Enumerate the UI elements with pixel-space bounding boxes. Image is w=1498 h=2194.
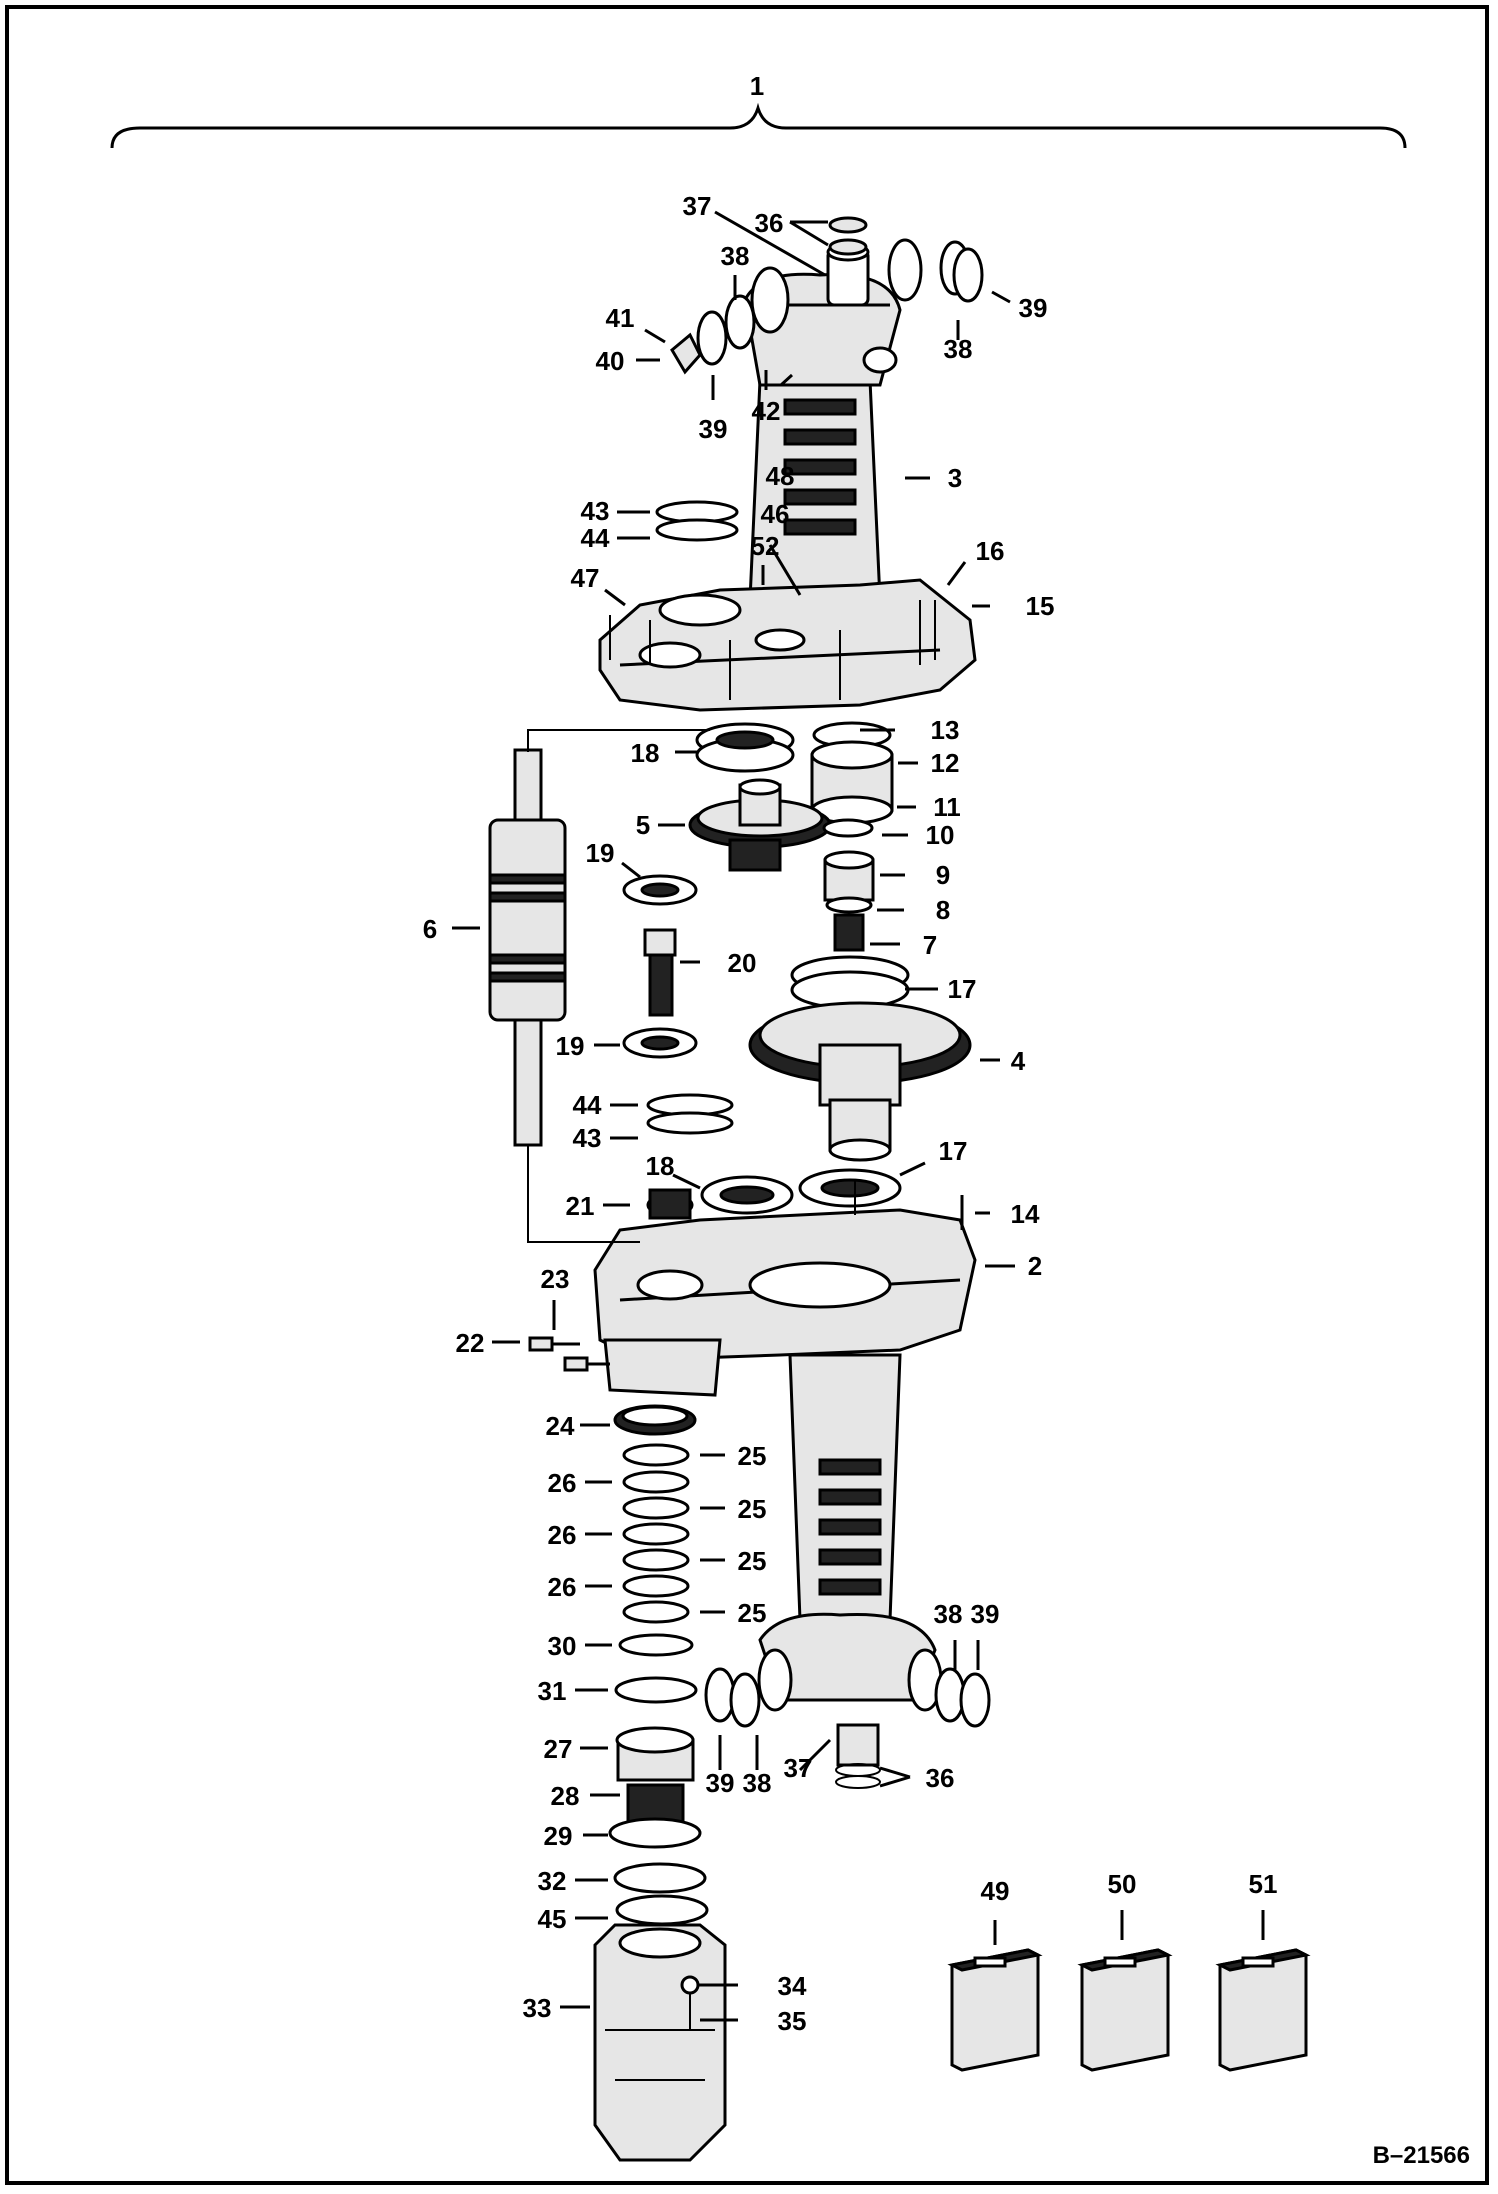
callout-43b: 43 xyxy=(573,1123,602,1153)
callout-38a: 38 xyxy=(721,241,750,271)
callout-25c: 25 xyxy=(738,1546,767,1576)
callout-36a: 36 xyxy=(755,208,784,238)
callout-25d: 25 xyxy=(738,1598,767,1628)
motor-33 xyxy=(593,1923,727,2162)
callout-20: 20 xyxy=(728,948,757,978)
callout-14: 14 xyxy=(1011,1199,1040,1229)
callout-26c: 26 xyxy=(548,1572,577,1602)
callout-26b: 26 xyxy=(548,1520,577,1550)
shaft-6 xyxy=(488,748,567,1147)
callout-39a: 39 xyxy=(1019,293,1048,323)
gear-5 xyxy=(688,778,832,872)
callout-7: 7 xyxy=(923,930,937,960)
callout-48: 48 xyxy=(766,461,795,491)
callout-28: 28 xyxy=(551,1781,580,1811)
callout-31: 31 xyxy=(538,1676,567,1706)
kit-box-50 xyxy=(1077,1948,1173,2072)
callout-47: 47 xyxy=(571,563,600,593)
callout-35: 35 xyxy=(778,2006,807,2036)
callout-30: 30 xyxy=(548,1631,577,1661)
callout-23: 23 xyxy=(541,1264,570,1294)
callout-2: 2 xyxy=(1028,1251,1042,1281)
kit-box-51 xyxy=(1215,1948,1311,2072)
callout-39c: 39 xyxy=(706,1768,735,1798)
callout-38d: 38 xyxy=(934,1599,963,1629)
seal-stack xyxy=(613,1404,698,1704)
callout-49: 49 xyxy=(981,1876,1010,1906)
callout-5: 5 xyxy=(636,810,650,840)
callout-36b: 36 xyxy=(926,1763,955,1793)
callout-27: 27 xyxy=(544,1734,573,1764)
callout-11: 11 xyxy=(933,792,961,822)
callout-18a: 18 xyxy=(631,738,660,768)
callout-32: 32 xyxy=(538,1866,567,1896)
callout-9: 9 xyxy=(936,860,950,890)
callout-25a: 25 xyxy=(738,1441,767,1471)
gaskets-upper xyxy=(655,500,739,542)
callout-40: 40 xyxy=(596,346,625,376)
callout-50: 50 xyxy=(1108,1869,1137,1899)
callout-19b: 19 xyxy=(556,1031,585,1061)
kit-box-49 xyxy=(947,1948,1043,2072)
callout-4: 4 xyxy=(1011,1046,1026,1076)
callout-41: 41 xyxy=(606,303,635,333)
ring-gear-4 xyxy=(748,955,972,1162)
callout-6: 6 xyxy=(423,914,437,944)
drawing-border xyxy=(5,5,1489,2185)
bearings-18-17-lower xyxy=(700,1168,902,1215)
callout-17b: 17 xyxy=(939,1136,968,1166)
callout-8: 8 xyxy=(936,895,950,925)
callout-3: 3 xyxy=(948,463,962,493)
callout-46: 46 xyxy=(761,499,790,529)
callout-labels: 1 2 3 4 5 6 7 8 9 10 11 12 13 14 15 16 1… xyxy=(423,71,1470,2169)
callout-25b: 25 xyxy=(738,1494,767,1524)
pinion-assembly xyxy=(608,1726,709,1926)
bearings-18-13-12 xyxy=(695,721,894,825)
callout-37b: 37 xyxy=(784,1753,813,1783)
callout-17a: 17 xyxy=(948,974,977,1004)
callout-42: 42 xyxy=(752,396,781,426)
bolts-22-23 xyxy=(528,1336,610,1372)
drawing-reference: B–21566 xyxy=(1373,2142,1470,2169)
callout-37a: 37 xyxy=(683,191,712,221)
callout-19a: 19 xyxy=(586,838,615,868)
gear-stack-7-11 xyxy=(822,818,875,952)
callout-33: 33 xyxy=(523,1993,552,2023)
callout-16: 16 xyxy=(976,536,1005,566)
callout-18b: 18 xyxy=(646,1151,675,1181)
upper-hub-parts xyxy=(670,216,984,375)
shaft-link-line xyxy=(527,729,710,1243)
assembly-brace xyxy=(110,102,1407,149)
callout-38b: 38 xyxy=(944,334,973,364)
upper-axle-housing xyxy=(743,238,923,602)
callout-15: 15 xyxy=(1026,591,1055,621)
callout-43a: 43 xyxy=(581,496,610,526)
callout-22: 22 xyxy=(456,1328,485,1358)
callout-38c: 38 xyxy=(743,1768,772,1798)
callout-12: 12 xyxy=(931,748,960,778)
callout-51: 51 xyxy=(1249,1869,1278,1899)
callout-13: 13 xyxy=(931,715,960,745)
gaskets-lower xyxy=(646,1093,734,1135)
callout-44b: 44 xyxy=(573,1090,602,1120)
callout-29: 29 xyxy=(544,1821,573,1851)
callout-21: 21 xyxy=(566,1191,595,1221)
callout-1: 1 xyxy=(750,71,764,101)
upper-cover-plate xyxy=(598,578,977,712)
callout-52: 52 xyxy=(751,531,780,561)
callout-10: 10 xyxy=(926,820,955,850)
callout-39d: 39 xyxy=(971,1599,1000,1629)
lower-housing xyxy=(593,1180,977,1712)
callout-26a: 26 xyxy=(548,1468,577,1498)
leader-lines xyxy=(452,210,1265,2022)
callout-34: 34 xyxy=(778,1971,807,2001)
callout-24: 24 xyxy=(546,1411,575,1441)
lower-hub-parts xyxy=(704,1667,991,1789)
callout-45: 45 xyxy=(538,1904,567,1934)
callout-39b: 39 xyxy=(699,414,728,444)
callout-44a: 44 xyxy=(581,523,610,553)
bearings-19-20 xyxy=(622,874,698,1059)
